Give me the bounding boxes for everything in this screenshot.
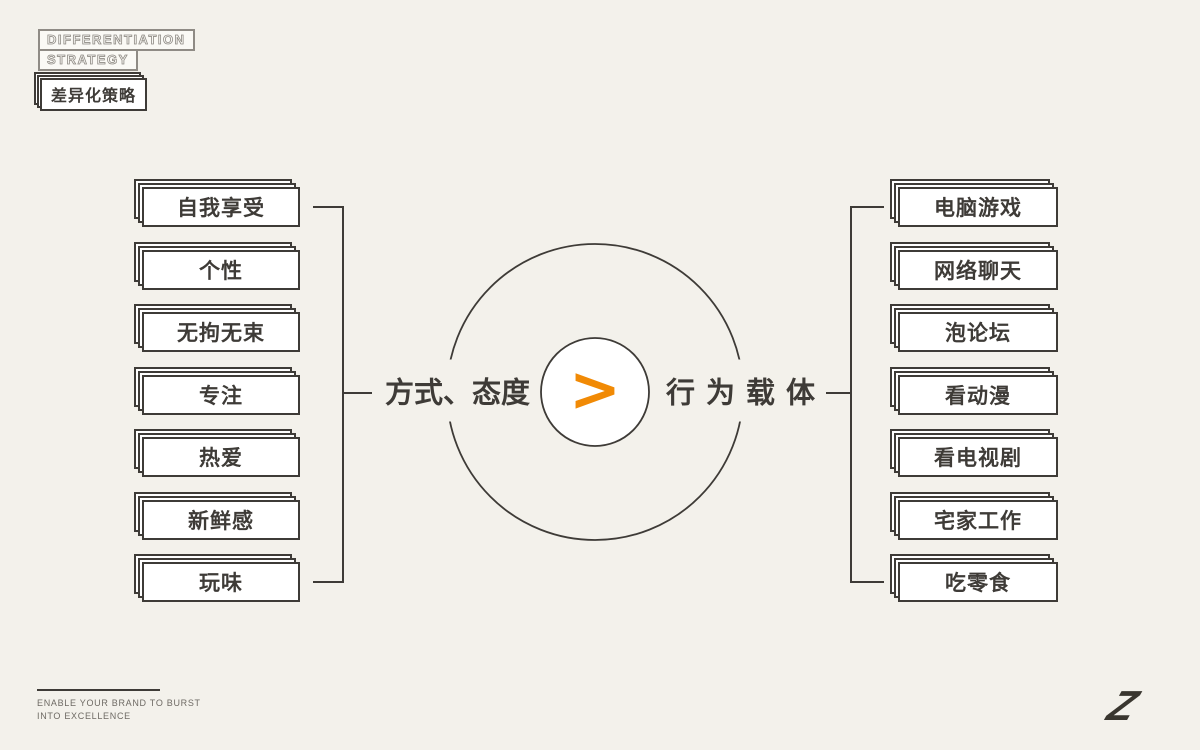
behavior-card: 网络聊天: [898, 249, 1058, 290]
right-bracket: [850, 206, 884, 583]
chevron-right-icon: >: [569, 352, 621, 426]
behavior-card: 泡论坛: [898, 312, 1058, 352]
behavior-card: 电脑游戏: [898, 187, 1058, 227]
card-label: 看电视剧: [934, 447, 1022, 470]
card-label: 自我享受: [177, 197, 265, 220]
card-label: 宅家工作: [934, 509, 1022, 533]
card-label: 热爱: [199, 447, 243, 470]
footer-divider: [37, 689, 160, 691]
brand-logo: Z: [1101, 682, 1145, 729]
attitude-card: 专注: [142, 374, 300, 415]
behavior-card: 吃零食: [898, 562, 1058, 602]
right-group-label: 行为载体: [658, 359, 827, 422]
attitude-card: 玩味: [142, 562, 300, 602]
footer-tagline-line2: INTO EXCELLENCE: [37, 711, 131, 721]
card-label: 网络聊天: [934, 259, 1022, 283]
left-bracket: [313, 206, 344, 583]
card-label: 无拘无束: [177, 322, 265, 345]
header-title-line1: DIFFERENTIATION: [38, 29, 195, 51]
behavior-card: 宅家工作: [898, 499, 1058, 540]
attitude-card: 自我享受: [142, 187, 300, 227]
behavior-card-list: 电脑游戏 网络聊天 泡论坛 看动漫 看电视剧 宅家工作 吃零食: [898, 187, 1058, 602]
header-title-line2: STRATEGY: [38, 49, 138, 71]
attitude-card: 个性: [142, 249, 300, 290]
left-group-label: 方式、态度: [377, 359, 539, 422]
attitude-card: 新鲜感: [142, 499, 300, 540]
card-label: 个性: [199, 259, 243, 283]
behavior-card: 看动漫: [898, 374, 1058, 415]
footer-tagline: ENABLE YOUR BRAND TO BURST INTO EXCELLEN…: [37, 697, 201, 723]
behavior-card: 看电视剧: [898, 437, 1058, 477]
attitude-card: 热爱: [142, 437, 300, 477]
card-label: 专注: [199, 384, 243, 408]
card-label: 吃零食: [945, 572, 1011, 595]
card-label: 玩味: [199, 572, 243, 595]
footer-tagline-line1: ENABLE YOUR BRAND TO BURST: [37, 698, 201, 708]
attitude-card-list: 自我享受 个性 无拘无束 专注 热爱 新鲜感 玩味: [142, 187, 300, 602]
card-label: 泡论坛: [945, 322, 1011, 345]
header-subtitle: 差异化策略: [40, 78, 148, 111]
slide-header: DIFFERENTIATION STRATEGY 差异化策略: [38, 29, 195, 111]
card-label: 新鲜感: [188, 509, 254, 533]
card-label: 电脑游戏: [934, 197, 1022, 220]
card-label: 看动漫: [945, 384, 1011, 408]
attitude-card: 无拘无束: [142, 312, 300, 352]
